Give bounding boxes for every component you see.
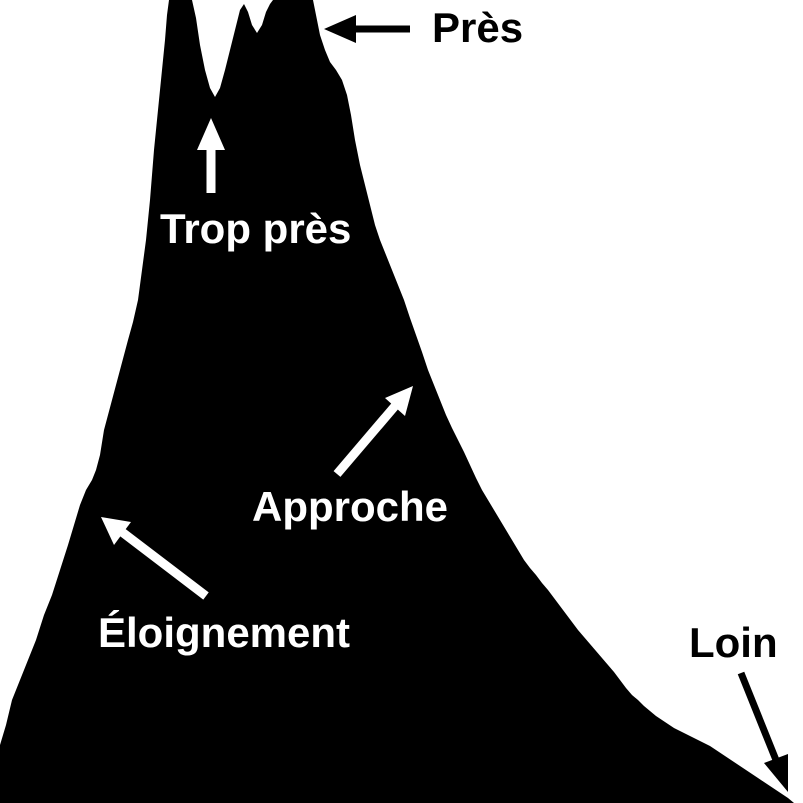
arrow-eloignement-icon: [101, 517, 209, 600]
arrow-loin-icon: [737, 671, 788, 792]
label-loin: Loin: [689, 619, 778, 666]
label-approche: Approche: [252, 483, 448, 530]
label-eloignement: Éloignement: [98, 609, 350, 656]
arrow-trop-pres-icon: [197, 118, 225, 193]
label-pres: Près: [432, 4, 523, 51]
arrow-approche-icon: [333, 386, 413, 477]
label-trop-pres: Trop près: [160, 205, 351, 252]
arrow-pres-icon: [324, 15, 410, 43]
